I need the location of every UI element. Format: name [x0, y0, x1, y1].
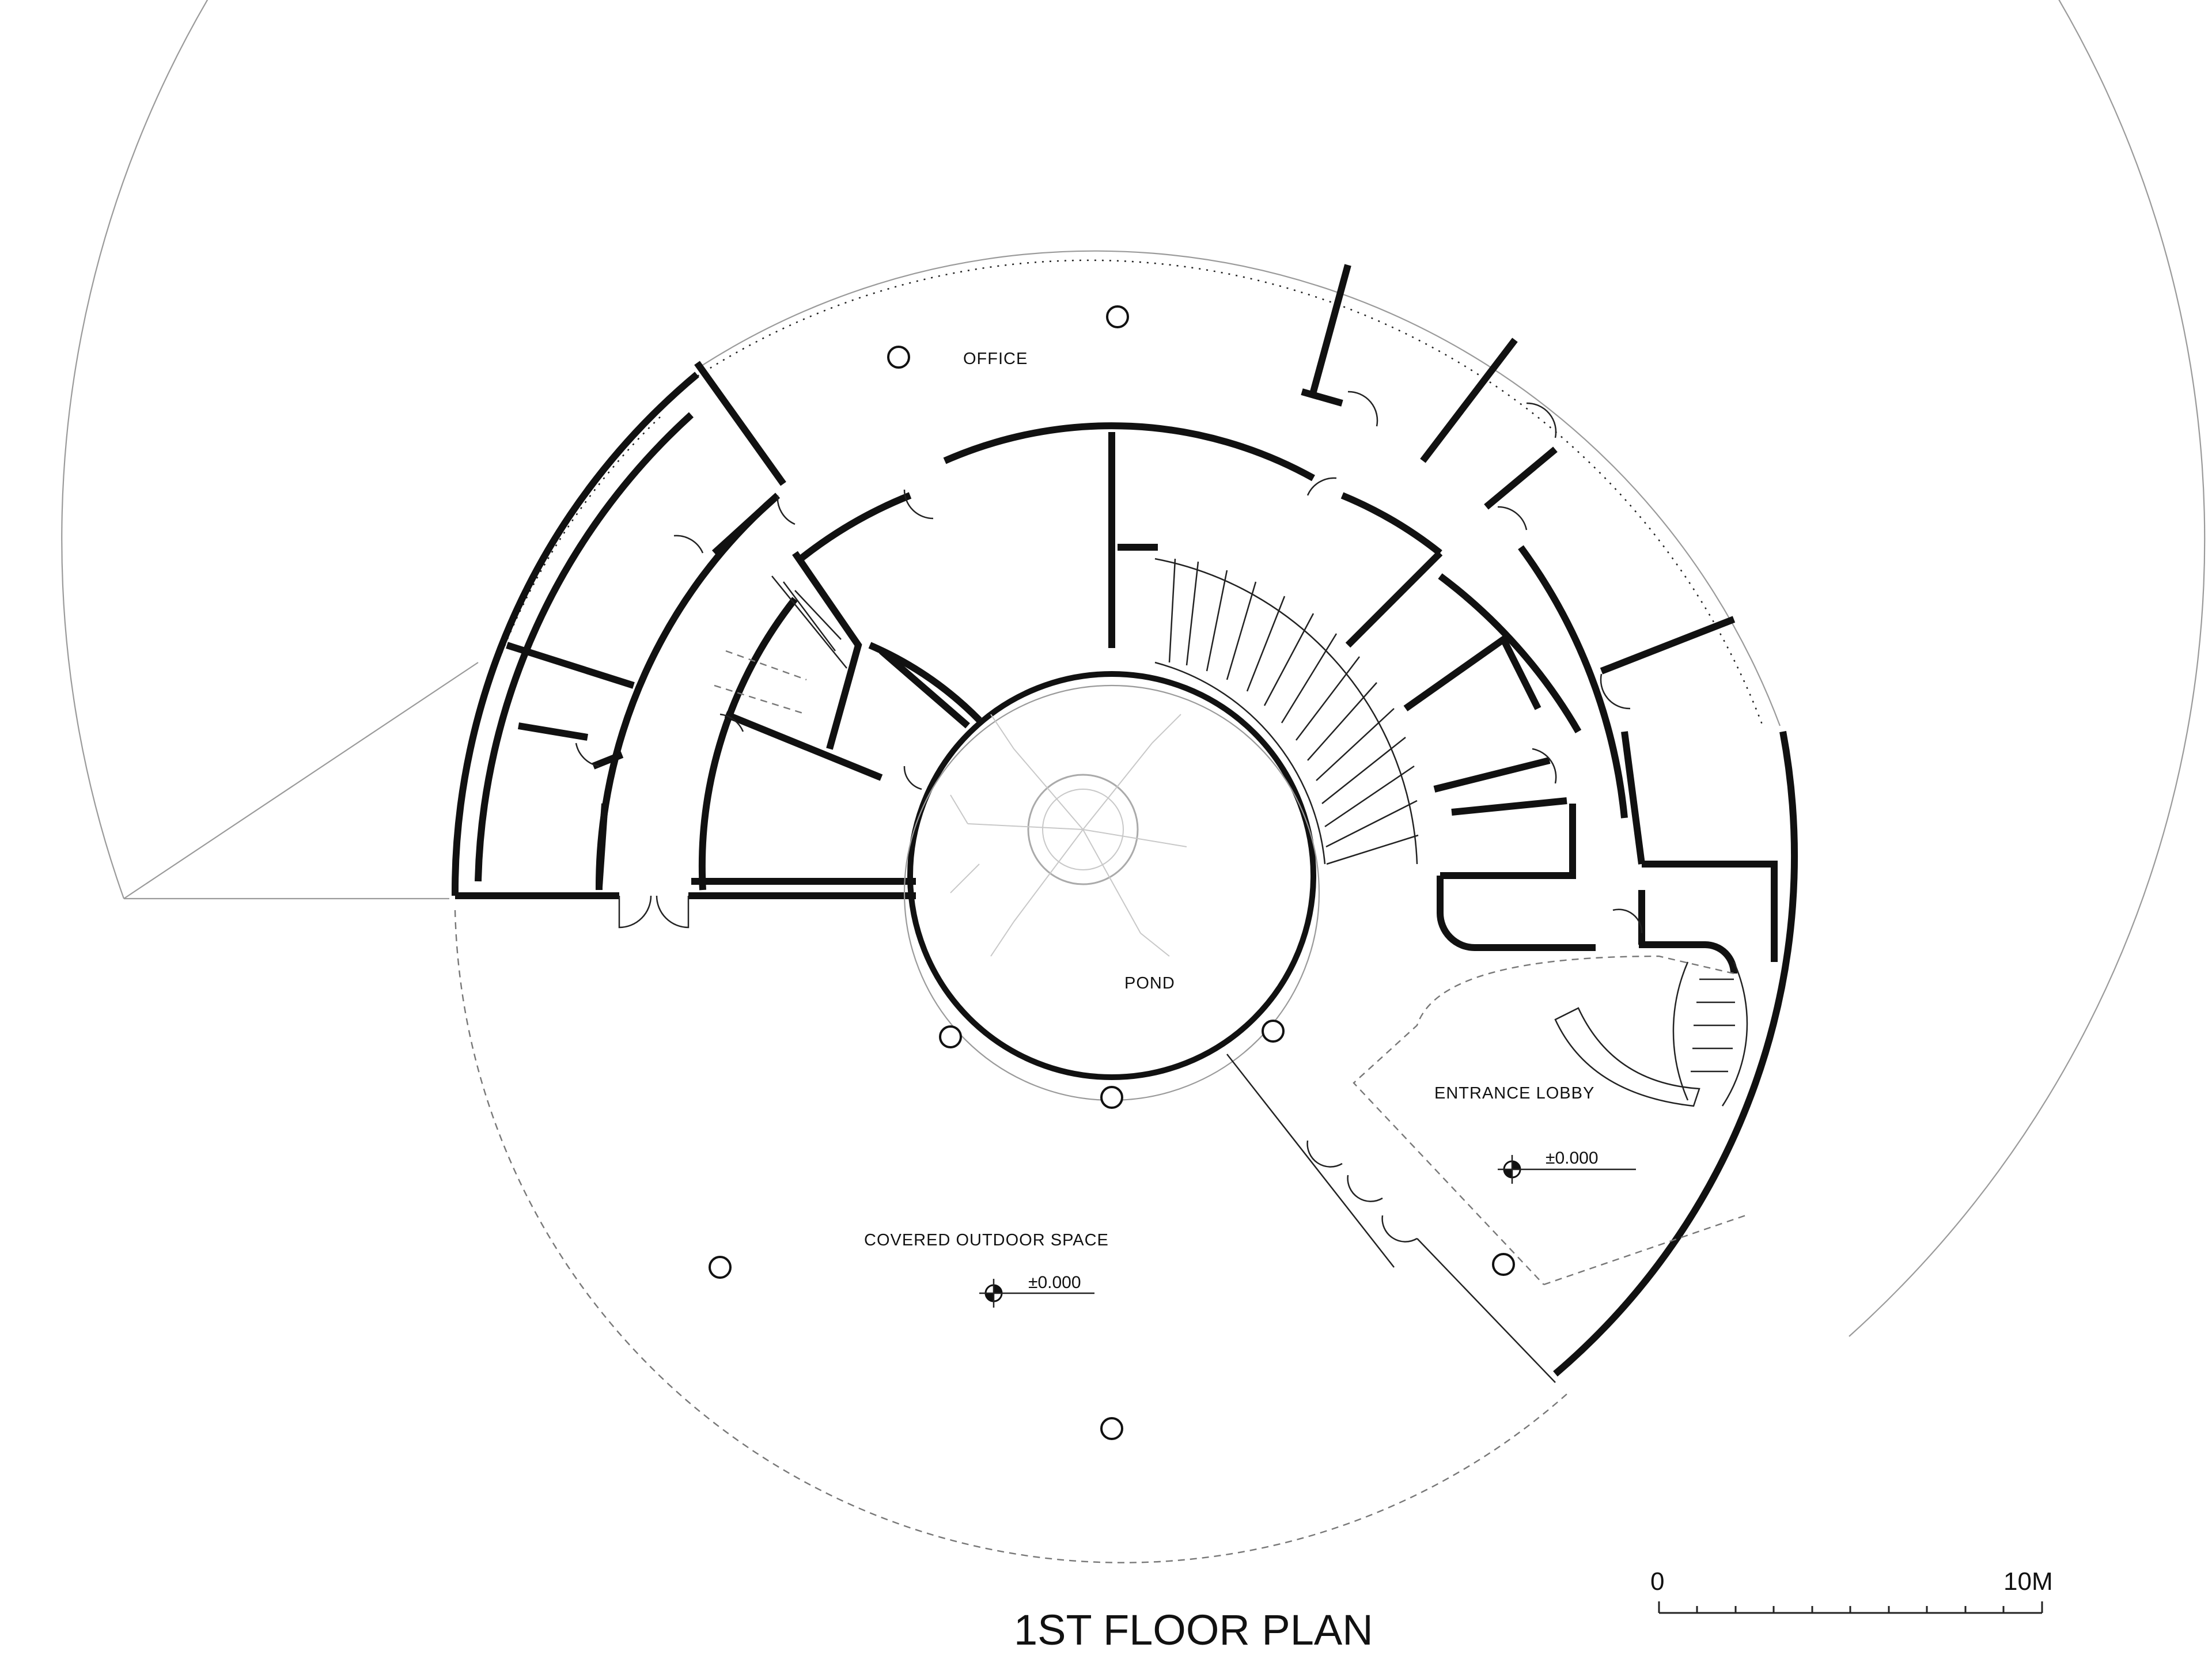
pond-label: POND [1124, 974, 1175, 993]
column [887, 346, 910, 369]
columns [709, 305, 1515, 1440]
scale-start-label: 0 [1650, 1567, 1664, 1596]
column [939, 1025, 962, 1048]
doors [575, 391, 1746, 1383]
stairs [771, 558, 1748, 1107]
column [1262, 1020, 1285, 1043]
elevation-marker-outdoor [979, 1279, 1094, 1308]
elevation-marker-lobby [1498, 1155, 1636, 1184]
covered-outdoor-space-label: COVERED OUTDOOR SPACE [864, 1231, 1109, 1249]
scale-end-label: 10M [2003, 1567, 2053, 1596]
walls [451, 264, 1798, 1377]
entrance-lobby-label: ENTRANCE LOBBY [1434, 1084, 1594, 1103]
pond-area [903, 671, 1320, 1101]
column [1100, 1417, 1123, 1440]
drawing-title: 1ST FLOOR PLAN [1014, 1606, 1373, 1654]
lobby-elevation-text: ±0.000 [1546, 1149, 1599, 1168]
roof-edge [454, 250, 1781, 865]
scale-bar: 0 10M [1650, 1567, 2053, 1614]
column [709, 1256, 732, 1279]
column [1106, 305, 1129, 328]
site-outline [61, 0, 2206, 1563]
column [1100, 1086, 1123, 1109]
column [1492, 1253, 1515, 1276]
office-label: OFFICE [963, 350, 1028, 368]
outdoor-elevation-text: ±0.000 [1028, 1273, 1081, 1292]
